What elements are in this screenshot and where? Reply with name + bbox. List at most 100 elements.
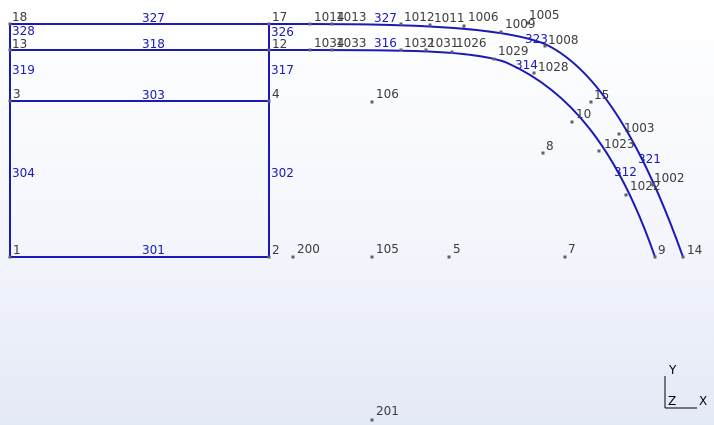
axis-triad: Y Z X xyxy=(664,363,707,409)
triad-x-label: X xyxy=(699,394,707,408)
element-label[interactable]: 327 xyxy=(142,11,165,25)
edge-inner[interactable] xyxy=(10,49,656,258)
node-label: 106 xyxy=(376,87,399,101)
node-1[interactable] xyxy=(8,255,12,259)
node-label: 17 xyxy=(272,10,287,24)
element-label[interactable]: 327 xyxy=(374,11,397,25)
node-label: 1034 xyxy=(314,36,345,50)
node-1011[interactable] xyxy=(428,23,432,27)
element-label[interactable]: 303 xyxy=(142,88,165,102)
node-label: 1013 xyxy=(336,10,367,24)
node-1012[interactable] xyxy=(399,22,403,26)
node-13[interactable] xyxy=(8,48,12,52)
node-label: 1008 xyxy=(548,33,579,47)
element-label[interactable]: 312 xyxy=(614,165,637,179)
element-label[interactable]: 316 xyxy=(374,36,397,50)
node-1032[interactable] xyxy=(399,48,403,52)
node-label: 2 xyxy=(272,243,280,257)
node-1029[interactable] xyxy=(492,57,496,61)
node-18[interactable] xyxy=(8,22,12,26)
node-1005[interactable] xyxy=(526,21,530,25)
node-1014[interactable] xyxy=(308,22,312,26)
node-105[interactable] xyxy=(370,255,374,259)
node-label: 4 xyxy=(272,87,280,101)
node-1009[interactable] xyxy=(499,30,503,34)
node-4[interactable] xyxy=(267,99,271,103)
node-label: 3 xyxy=(13,87,21,101)
node-1031[interactable] xyxy=(424,48,428,52)
element-label[interactable]: 321 xyxy=(638,152,661,166)
element-label[interactable]: 328 xyxy=(12,24,35,38)
node-8[interactable] xyxy=(541,151,545,155)
element-label[interactable]: 318 xyxy=(142,37,165,51)
element-label[interactable]: 304 xyxy=(12,166,35,180)
node-5[interactable] xyxy=(447,255,451,259)
node-1003[interactable] xyxy=(617,132,621,136)
node-1026[interactable] xyxy=(450,50,454,54)
node-1002[interactable] xyxy=(651,183,655,187)
element-label[interactable]: 326 xyxy=(271,25,294,39)
node-label: 1005 xyxy=(529,8,560,22)
node-labels: 18 17 13 12 3 4 1 2 200 105 5 7 9 14 106… xyxy=(12,8,702,418)
triad-z-label: Z xyxy=(668,394,676,408)
edge-top[interactable] xyxy=(10,23,684,258)
triad-y-label: Y xyxy=(668,363,677,377)
element-label[interactable]: 314 xyxy=(515,58,538,72)
node-label: 13 xyxy=(12,37,27,51)
element-label[interactable]: 301 xyxy=(142,243,165,257)
node-label: 7 xyxy=(568,242,576,256)
node-3[interactable] xyxy=(8,99,12,103)
node-label: 201 xyxy=(376,404,399,418)
node-1033[interactable] xyxy=(330,48,334,52)
node-1008[interactable] xyxy=(543,44,547,48)
node-label: 1031 xyxy=(428,36,459,50)
node-200[interactable] xyxy=(291,255,295,259)
node-1028[interactable] xyxy=(532,71,536,75)
node-label: 1003 xyxy=(624,121,655,135)
node-1006[interactable] xyxy=(462,24,466,28)
element-label[interactable]: 302 xyxy=(271,166,294,180)
node-label: 1026 xyxy=(456,36,487,50)
node-label: 9 xyxy=(658,243,666,257)
node-label: 15 xyxy=(594,88,609,102)
node-label: 8 xyxy=(546,139,554,153)
node-label: 1023 xyxy=(604,137,635,151)
node-label: 10 xyxy=(576,107,591,121)
node-label: 1028 xyxy=(538,60,569,74)
node-label: 1006 xyxy=(468,10,499,24)
node-10[interactable] xyxy=(570,120,574,124)
node-201[interactable] xyxy=(370,418,374,422)
node-label: 105 xyxy=(376,242,399,256)
node-106[interactable] xyxy=(370,100,374,104)
element-label[interactable]: 319 xyxy=(12,63,35,77)
node-label: 200 xyxy=(297,242,320,256)
node-label: 1002 xyxy=(654,171,685,185)
node-label: 1014 xyxy=(314,10,345,24)
node-label: 1029 xyxy=(498,44,529,58)
node-label: 1009 xyxy=(505,17,536,31)
node-label: 1011 xyxy=(434,11,465,25)
node-label: 1012 xyxy=(404,10,435,24)
node-7[interactable] xyxy=(563,255,567,259)
nodes xyxy=(8,21,685,422)
element-label[interactable]: 317 xyxy=(271,63,294,77)
node-1022[interactable] xyxy=(624,193,628,197)
node-14[interactable] xyxy=(681,255,685,259)
node-1013[interactable] xyxy=(330,22,334,26)
node-label: 12 xyxy=(272,37,287,51)
node-15[interactable] xyxy=(589,100,593,104)
element-edges xyxy=(9,23,684,258)
node-1023[interactable] xyxy=(597,149,601,153)
node-17[interactable] xyxy=(267,22,271,26)
node-label: 5 xyxy=(453,242,461,256)
element-labels: 327 328 318 326 316 319 317 303 304 302 … xyxy=(12,11,661,257)
node-1034[interactable] xyxy=(308,48,312,52)
node-2[interactable] xyxy=(267,255,271,259)
node-9[interactable] xyxy=(653,255,657,259)
element-label[interactable]: 323 xyxy=(525,32,548,46)
node-label: 14 xyxy=(687,243,702,257)
node-12[interactable] xyxy=(267,48,271,52)
node-label: 1033 xyxy=(336,36,367,50)
